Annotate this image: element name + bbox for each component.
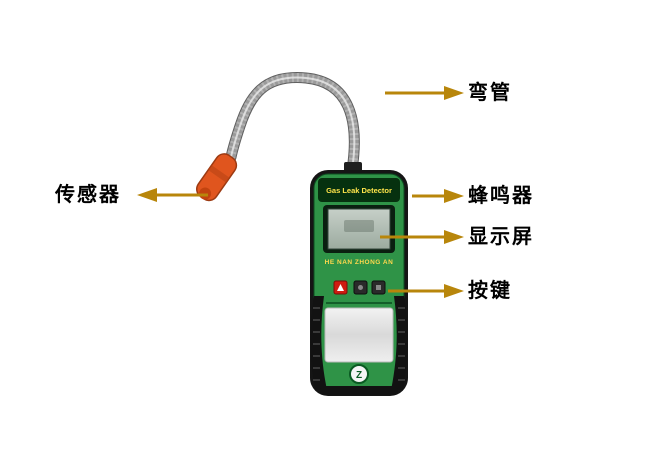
label-sensor: 传感器 (55, 184, 121, 206)
lcd-screen (327, 208, 391, 250)
label-display: 显示屏 (468, 226, 534, 248)
right-grip-ridges (398, 307, 405, 381)
annotation-arrows (137, 86, 464, 298)
brand-logo-glyph: Z (356, 370, 362, 381)
device-title-text: Gas Leak Detector (326, 186, 392, 195)
lower-panel (324, 307, 394, 363)
label-buzzer: 蜂鸣器 (468, 185, 534, 207)
keypad (333, 280, 386, 295)
brand-logo-badge (349, 364, 369, 384)
lcd-reading (344, 220, 374, 232)
buttons-arrowhead (444, 284, 464, 298)
label-buttons: 按键 (468, 280, 512, 302)
alarm-triangle-icon (337, 284, 344, 291)
sensor-tip-band (208, 165, 230, 183)
tube-body (226, 73, 359, 175)
flexible-bend-tube (225, 72, 360, 176)
detector-body: Gas Leak Detector HE NAN ZHONG AN Z (310, 162, 408, 396)
bend-tube-arrowhead (444, 86, 464, 100)
display-arrowhead (444, 230, 464, 244)
label-bend-tube: 弯管 (468, 82, 512, 104)
tube-highlight (230, 76, 356, 171)
device-subtitle-text: HE NAN ZHONG AN (325, 259, 394, 266)
sensor-arrowhead (137, 188, 157, 202)
buzzer-arrowhead (444, 189, 464, 203)
left-grip-ridges (313, 307, 320, 381)
title-band (318, 178, 400, 202)
mode-button-icon (358, 285, 363, 290)
power-button-icon (376, 285, 381, 290)
bottom-cap (320, 386, 398, 395)
sensor-tip (196, 153, 238, 202)
